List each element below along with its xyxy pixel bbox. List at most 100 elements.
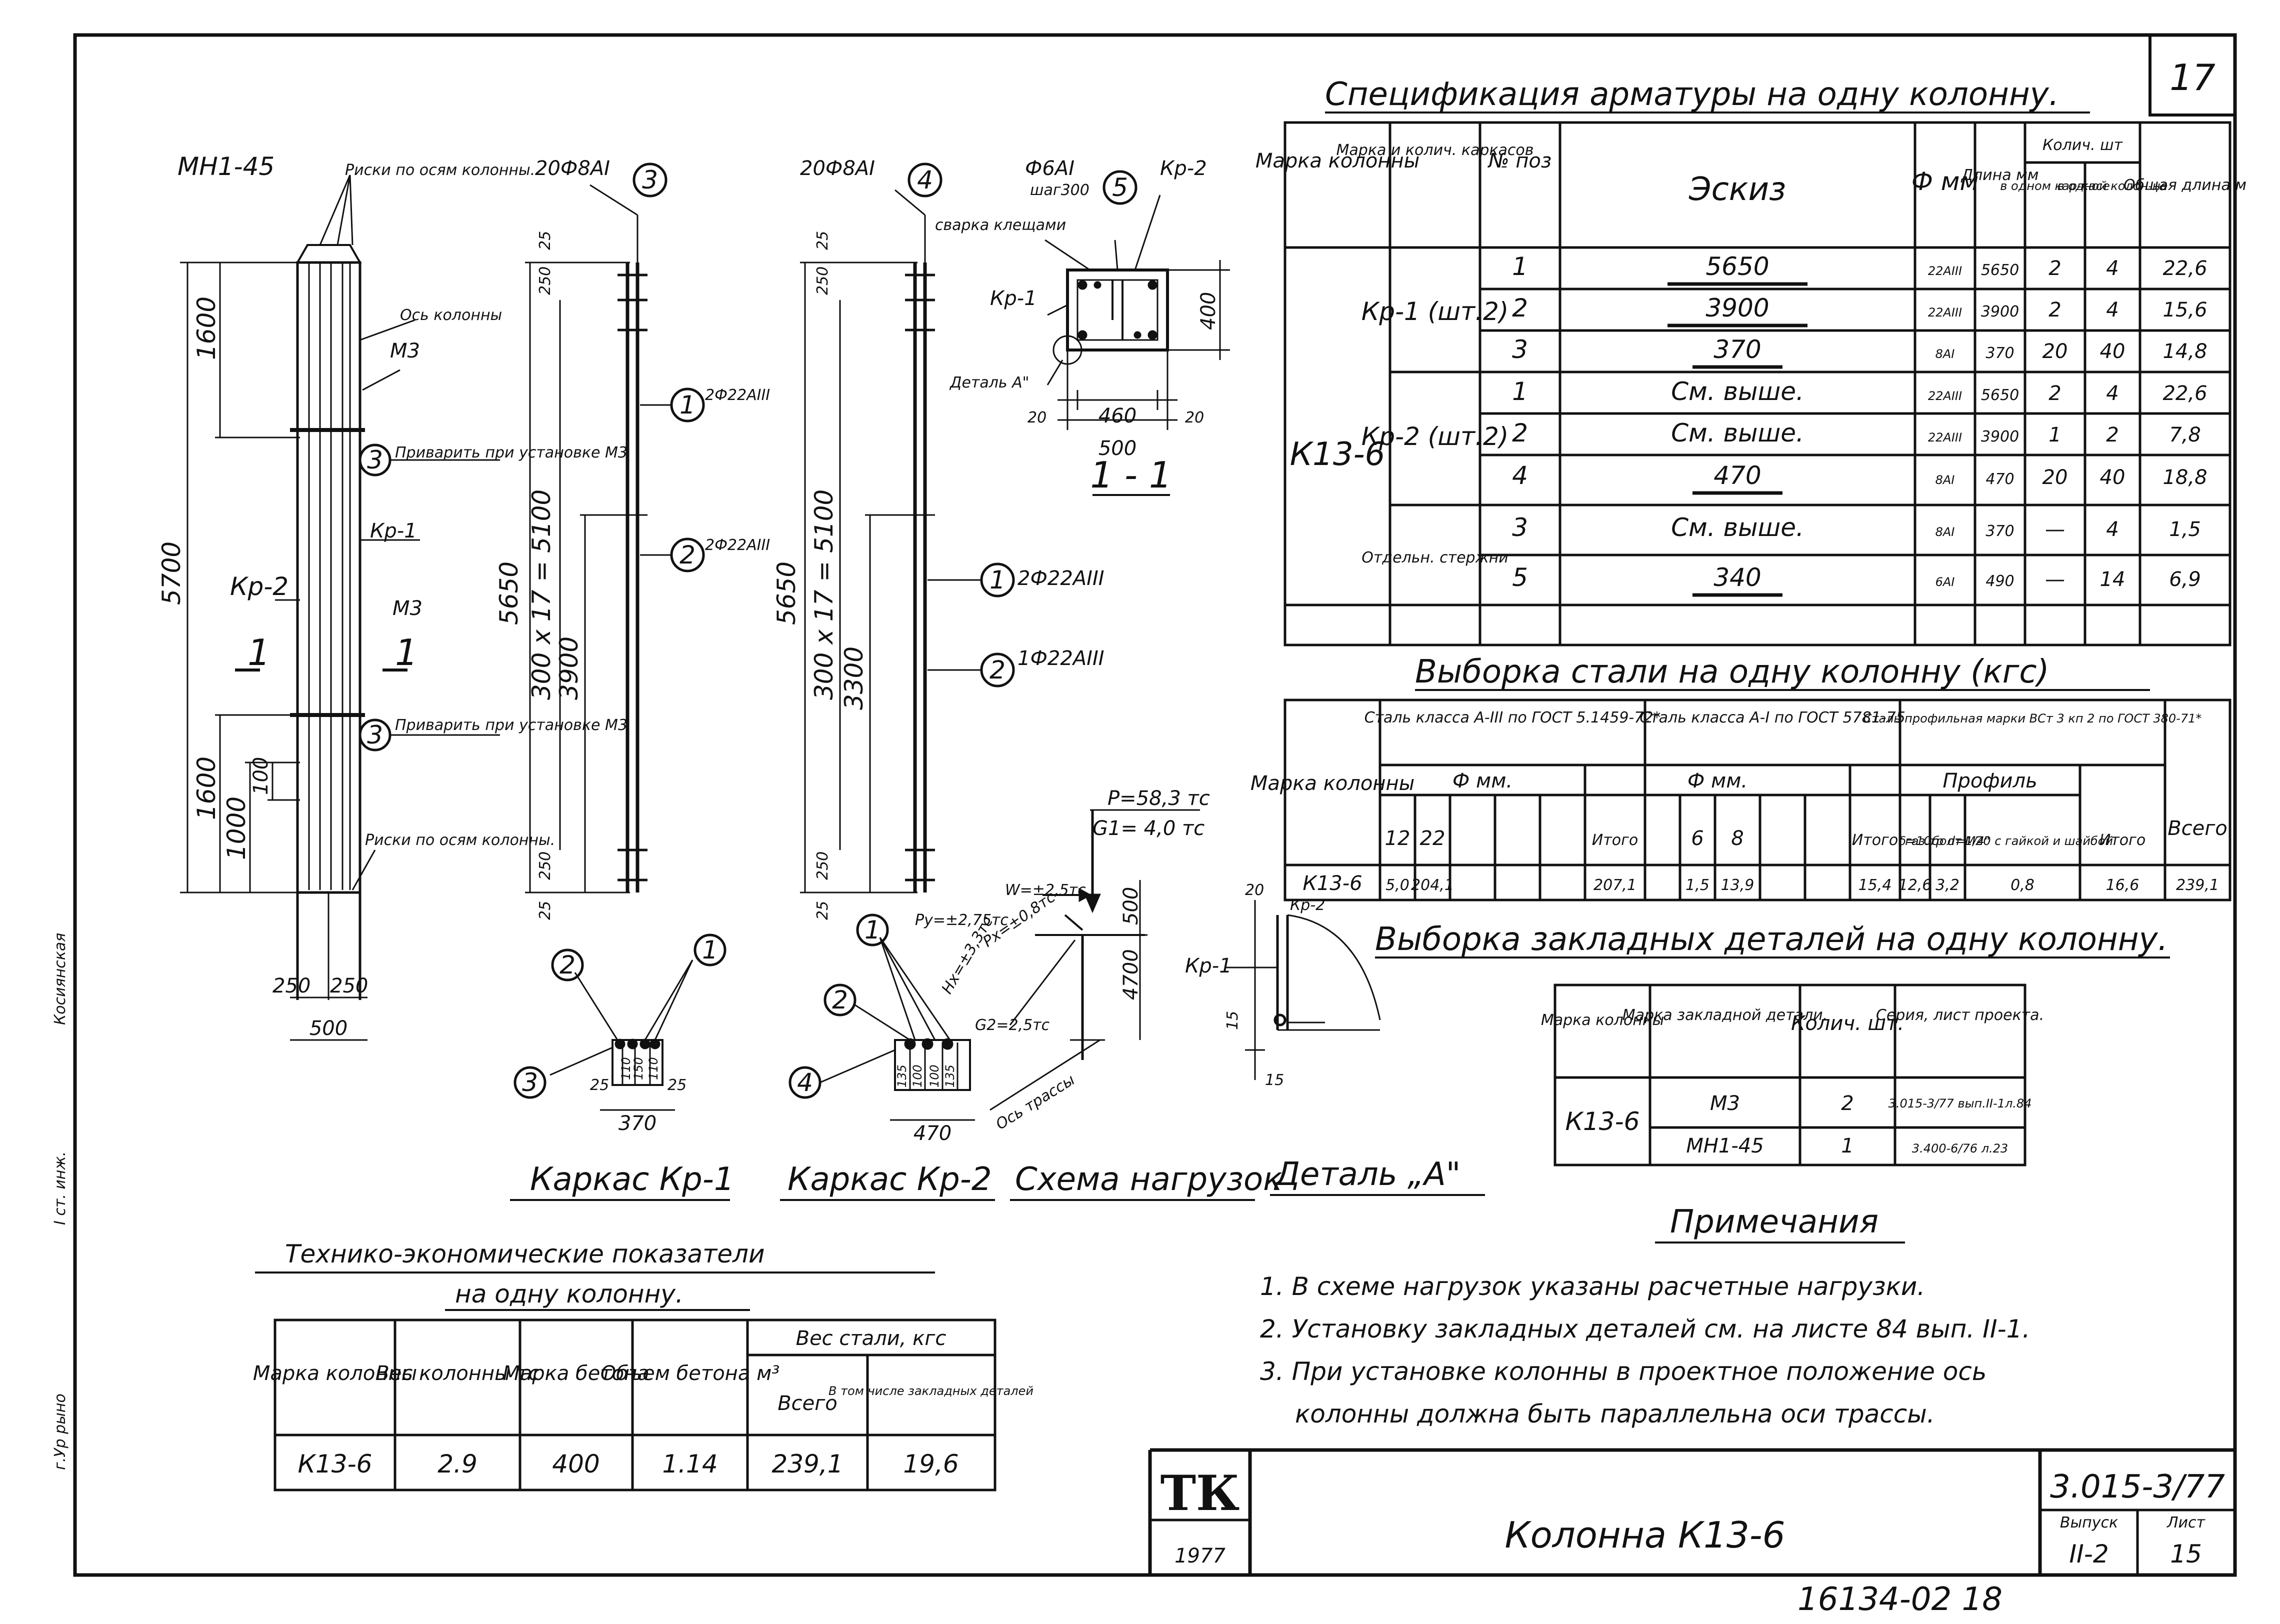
spec-row-3-pos: 3 xyxy=(1512,335,1528,364)
spec-h-qty-frame: в одном кар-касе xyxy=(2000,179,2110,193)
sec-dim-400: 400 xyxy=(1197,292,1220,330)
side-stamp-3: Косиянская xyxy=(52,933,69,1025)
tech-table xyxy=(274,1318,996,1492)
kr1-callout-1-text: 2Ф22АIII xyxy=(705,386,770,404)
caption-loads: Схема нагрузок xyxy=(1015,1161,1282,1198)
sec-kr2: Кр-2 xyxy=(1160,157,1207,180)
col-sec-1a: 1 xyxy=(248,632,270,674)
col-m3b: М3 xyxy=(392,597,422,620)
spec-row-6-len: 470 xyxy=(1986,470,2014,488)
sec-detail: Деталь А" xyxy=(949,374,1029,392)
spec-group-kr1: Кр-1 (шт.2) xyxy=(1362,297,1509,326)
spec-row-4-pos: 1 xyxy=(1512,377,1528,406)
col-m3a: М3 xyxy=(390,340,420,362)
spec-row-1-q1: 2 xyxy=(2048,257,2061,280)
sec-top1: Ф6АI xyxy=(1025,157,1074,180)
load-g2: G2=2,5тс xyxy=(975,1016,1050,1034)
kr1-cross-section xyxy=(514,934,726,1111)
spec-row-2-len: 3900 xyxy=(1981,303,2019,320)
steel-h-22: 22 xyxy=(1420,827,1446,850)
section-1-1 xyxy=(1044,170,1230,496)
col-weld1: Приварить при установке М3 xyxy=(395,444,628,462)
embedded-row2-detail: МН1-45 xyxy=(1686,1134,1764,1158)
note-2: 2. Установку закладных деталей см. на ли… xyxy=(1260,1314,2030,1344)
spec-row-1-dia: 22АIII xyxy=(1928,264,1962,278)
spec-h-sketch: Эскиз xyxy=(1688,171,1786,208)
tech-h-mark: Марка колонны xyxy=(253,1362,417,1385)
kr1s-callout-1: 1 xyxy=(702,936,718,964)
spec-h-total: Общая длина м xyxy=(2124,176,2246,194)
spec-title: Спецификация арматуры на одну колонну. xyxy=(1325,76,2059,113)
note-3b: колонны должна быть параллельна оси трас… xyxy=(1295,1400,1935,1428)
tech-row-steel-emb: 19,6 xyxy=(903,1450,958,1478)
side-stamp-2: I ст. инж. xyxy=(52,1152,69,1225)
sec-dim-20a: 20 xyxy=(1028,409,1046,426)
spec-row-8-q1: — xyxy=(2045,568,2065,591)
steel-h-bolt: болт М20 с гайкой и шайбой xyxy=(1932,834,2113,848)
kr2-dim-5650: 5650 xyxy=(772,562,801,625)
sheet-title: Колонна К13-6 xyxy=(1505,1514,1786,1556)
kr1s-dim-150: 150 xyxy=(632,1057,646,1080)
col-dim-500: 500 xyxy=(310,1017,348,1040)
spec-row-1-len: 5650 xyxy=(1981,262,2019,279)
spec-row-5-total: 7,8 xyxy=(2169,424,2201,446)
note-3: 3. При установке колонны в проектное пол… xyxy=(1260,1357,1986,1386)
spec-h-dia: Ф мм xyxy=(1912,167,1978,196)
spec-row-8-pos: 5 xyxy=(1512,563,1528,592)
tech-row-mark: К13-6 xyxy=(298,1450,372,1478)
spec-group-single: Отдельн. стержни xyxy=(1362,549,1508,566)
bottom-code: 16134-02 18 xyxy=(1798,1581,2002,1618)
spec-row-1-total: 22,6 xyxy=(2162,257,2207,280)
load-dim-500: 500 xyxy=(1120,887,1142,925)
tech-h-weight: Вес колонны тс xyxy=(376,1362,539,1385)
spec-row-7-q1: — xyxy=(2045,518,2065,541)
spec-row-1-sketch: 5650 xyxy=(1706,252,1769,281)
sec-callout-5: 5 xyxy=(1112,173,1128,202)
col-kr2: Кр-2 xyxy=(230,572,288,601)
steel-row-it3: 16,6 xyxy=(2106,876,2140,894)
kr1-dim-25b: 25 xyxy=(536,901,554,920)
steel-row-p3: 0,8 xyxy=(2010,876,2034,894)
detail-dim-15b: 15 xyxy=(1265,1072,1284,1089)
series-code: 3.015-3/77 xyxy=(2050,1468,2225,1506)
spec-row-5-sketch: См. выше. xyxy=(1671,418,1804,448)
col-marks-bot: Риски по осям колонны. xyxy=(365,832,555,849)
kr2-dim-300x17: 300 x 17 = 5100 xyxy=(810,490,838,700)
tech-h-concrete: Марка бетона xyxy=(502,1362,650,1385)
kr1-dim-250b: 250 xyxy=(536,852,554,880)
spec-row-6-q1: 20 xyxy=(2042,466,2068,489)
embedded-h-series: Серия, лист проекта. xyxy=(1876,1006,2044,1024)
side-stamp-1: г.Ур рыно xyxy=(52,1394,69,1470)
spec-row-7-len: 370 xyxy=(1986,522,2014,540)
col-marks-top: Риски по осям колонны. xyxy=(345,162,535,179)
embedded-column-mark: К13-6 xyxy=(1566,1107,1640,1136)
sec-kr1: Кр-1 xyxy=(990,287,1037,310)
col-mh: МН1-45 xyxy=(178,152,274,181)
kr2-dim-25a: 25 xyxy=(814,231,832,250)
load-scheme xyxy=(990,809,1200,1111)
col-kr1: Кр-1 xyxy=(370,520,417,542)
spec-row-5-dia: 22АIII xyxy=(1928,430,1962,444)
load-py: Ру=±2,75тс xyxy=(915,912,1008,929)
kr2s-callout-4: 4 xyxy=(797,1068,813,1097)
kr2-callout-2-text: 1Ф22АIII xyxy=(1018,647,1104,670)
spec-row-3-sketch: 370 xyxy=(1714,335,1761,364)
kr2-callout-4: 4 xyxy=(917,166,933,194)
steel-row-b6: 1,5 xyxy=(1686,876,1710,894)
col-sec-1b: 1 xyxy=(395,632,418,674)
col-dim-1600a: 1600 xyxy=(192,296,221,360)
spec-row-8-q2: 14 xyxy=(2100,568,2126,591)
kr2s-dim-100a: 100 xyxy=(910,1064,924,1088)
kr1s-callout-3: 3 xyxy=(522,1068,538,1097)
steel-h-itogo1: Итого xyxy=(1592,832,1638,849)
steel-row-b8: 13,9 xyxy=(1721,876,1754,894)
spec-row-3-total: 14,8 xyxy=(2162,340,2207,363)
embedded-row1-detail: М3 xyxy=(1710,1092,1740,1115)
sec-label: 1 - 1 xyxy=(1090,454,1172,496)
spec-row-2-total: 15,6 xyxy=(2162,298,2207,322)
list-value: 15 xyxy=(2170,1540,2202,1568)
steel-h-8: 8 xyxy=(1731,827,1744,850)
spec-row-4-dia: 22АIII xyxy=(1928,389,1962,403)
spec-row-6-total: 18,8 xyxy=(2162,466,2207,489)
